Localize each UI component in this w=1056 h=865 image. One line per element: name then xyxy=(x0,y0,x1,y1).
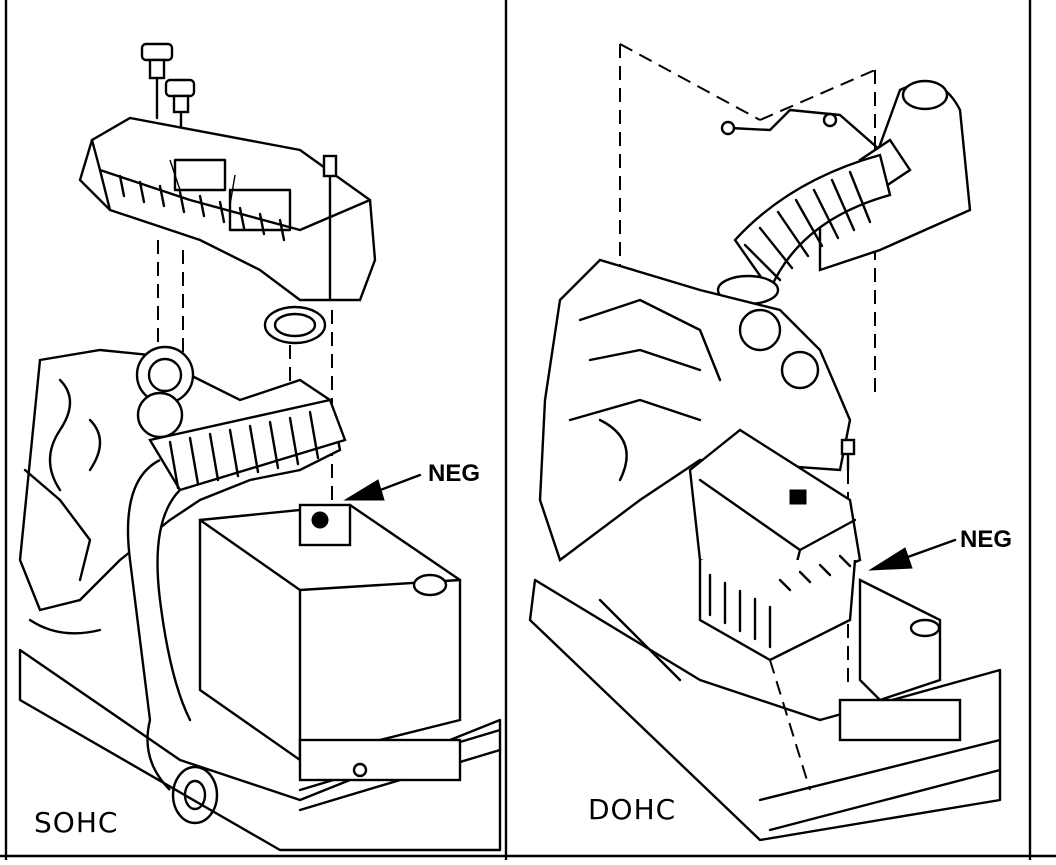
dohc-air-cleaner xyxy=(688,428,862,662)
dohc-breather-tube xyxy=(720,108,882,152)
sohc-battery xyxy=(198,503,462,762)
dohc-panel-label: DOHC xyxy=(588,793,677,826)
sohc-battery-tray xyxy=(18,648,502,852)
sohc-air-cleaner-cover xyxy=(78,42,377,345)
dohc-neg-arrow xyxy=(868,538,957,571)
dohc-neg-callout: NEG xyxy=(960,526,1013,553)
dohc-engine-block xyxy=(538,258,852,562)
sohc-neg-callout: NEG xyxy=(428,460,481,487)
sohc-neg-arrow xyxy=(343,473,422,501)
dohc-intake-duct xyxy=(716,79,972,306)
sohc-intake-hose xyxy=(126,398,347,825)
dohc-battery-tray xyxy=(528,578,1002,842)
sohc-panel-label: SOHC xyxy=(34,806,119,839)
dohc-battery xyxy=(858,578,942,702)
